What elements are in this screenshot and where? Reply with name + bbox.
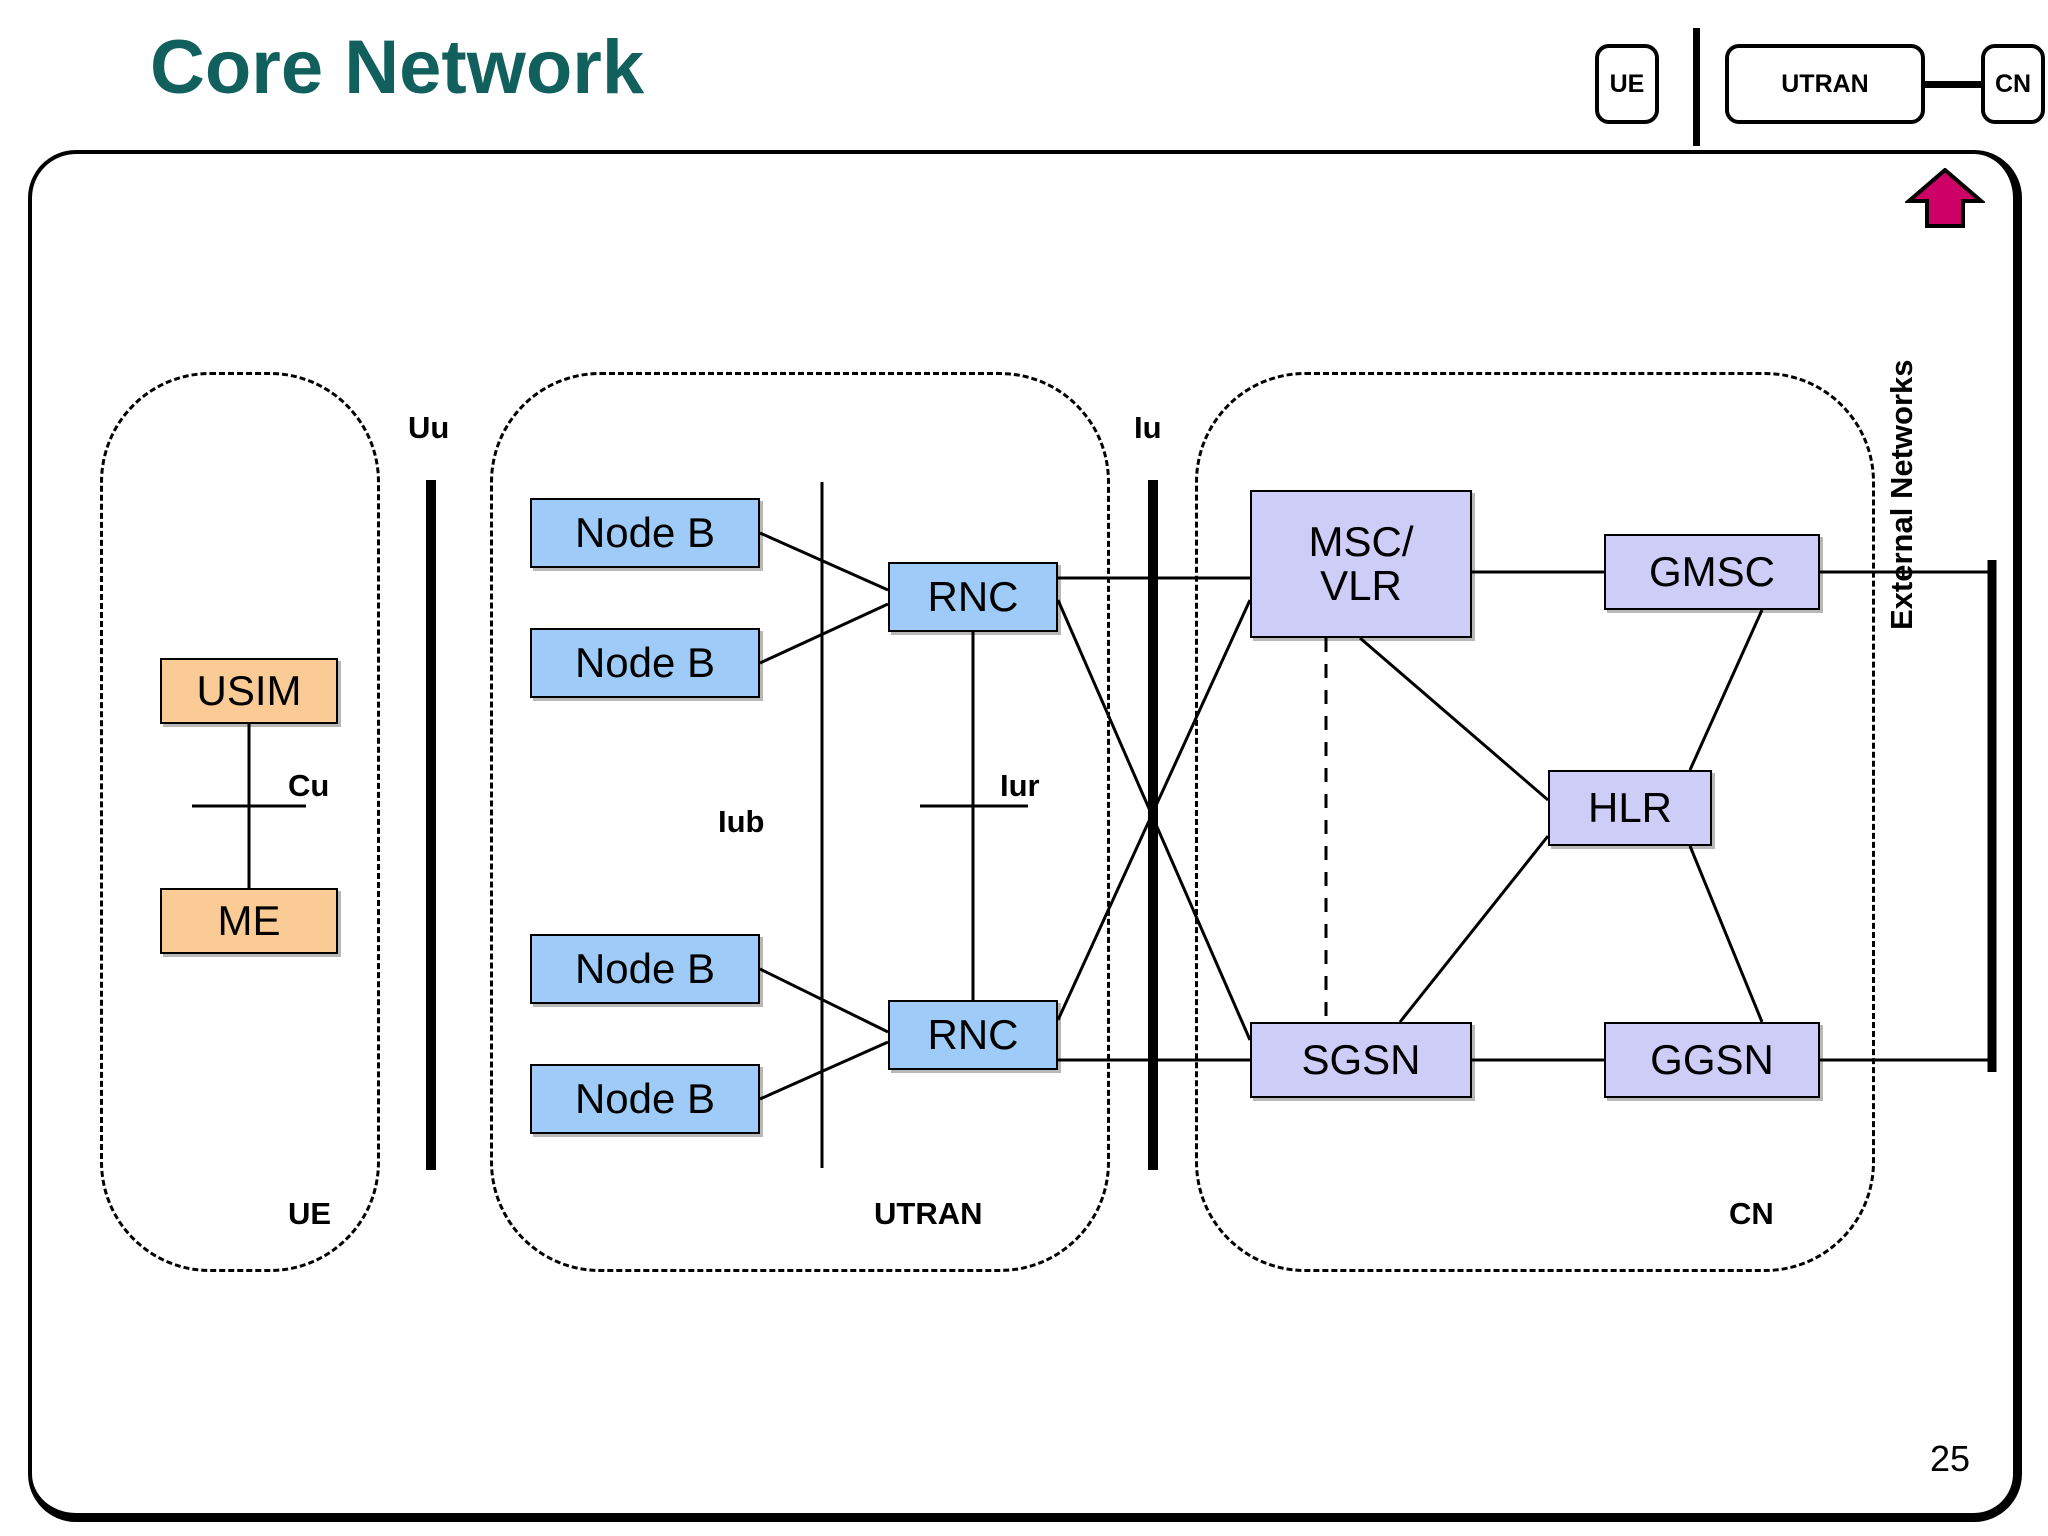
node-nodeb-2[interactable]: Node B bbox=[530, 628, 760, 698]
node-ggsn[interactable]: GGSN bbox=[1604, 1022, 1820, 1098]
interface-label-iur: Iur bbox=[1000, 768, 1040, 803]
nav-badge-utran[interactable]: UTRAN bbox=[1725, 44, 1925, 124]
group-label-ue: UE bbox=[288, 1196, 332, 1231]
node-msc-vlr-line2: VLR bbox=[1320, 562, 1402, 609]
nav-separator bbox=[1693, 28, 1700, 146]
node-nodeb-1[interactable]: Node B bbox=[530, 498, 760, 568]
node-usim[interactable]: USIM bbox=[160, 658, 338, 724]
node-rnc-1[interactable]: RNC bbox=[888, 562, 1058, 632]
node-msc-vlr-line1: MSC/ bbox=[1308, 517, 1414, 565]
group-box-cn bbox=[1195, 372, 1875, 1272]
interface-bar-iu bbox=[1148, 480, 1158, 1170]
nav-indicator: UE UTRAN CN bbox=[1595, 28, 2045, 146]
group-label-cn: CN bbox=[1729, 1196, 1774, 1231]
node-nodeb-3[interactable]: Node B bbox=[530, 934, 760, 1004]
node-sgsn[interactable]: SGSN bbox=[1250, 1022, 1472, 1098]
node-rnc-2[interactable]: RNC bbox=[888, 1000, 1058, 1070]
nav-badge-ue[interactable]: UE bbox=[1595, 44, 1659, 124]
interface-label-uu: Uu bbox=[408, 410, 450, 445]
interface-bar-uu bbox=[426, 480, 436, 1170]
nav-connector-line bbox=[1924, 81, 1984, 88]
group-label-utran: UTRAN bbox=[874, 1196, 983, 1231]
page-number: 25 bbox=[1930, 1438, 1971, 1479]
group-box-ue bbox=[100, 372, 380, 1272]
group-box-utran bbox=[490, 372, 1110, 1272]
interface-label-iu: Iu bbox=[1134, 410, 1162, 445]
slide-frame bbox=[28, 150, 2022, 1522]
up-arrow-icon[interactable] bbox=[1905, 168, 1985, 230]
interface-label-iub: Iub bbox=[718, 804, 765, 839]
node-gmsc[interactable]: GMSC bbox=[1604, 534, 1820, 610]
external-networks-label: External Networks bbox=[1884, 359, 1919, 631]
node-msc-vlr[interactable]: MSC/ VLR bbox=[1250, 490, 1472, 638]
page-title: Core Network bbox=[150, 25, 645, 110]
interface-label-cu: Cu bbox=[288, 768, 330, 803]
node-nodeb-4[interactable]: Node B bbox=[530, 1064, 760, 1134]
node-hlr[interactable]: HLR bbox=[1548, 770, 1712, 846]
nav-badge-cn[interactable]: CN bbox=[1981, 44, 2045, 124]
node-me[interactable]: ME bbox=[160, 888, 338, 954]
